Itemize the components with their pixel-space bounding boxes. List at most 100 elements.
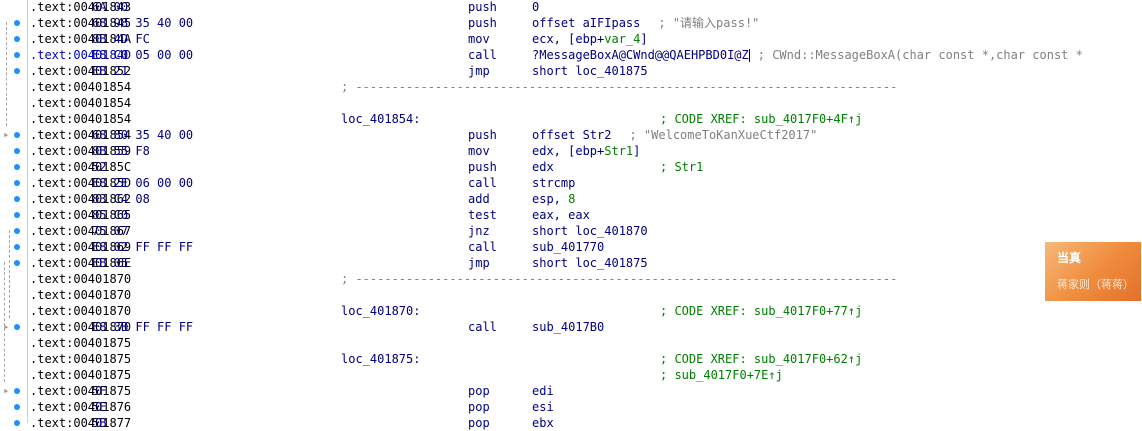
code-label[interactable]: loc_401875:	[341, 352, 421, 366]
operand[interactable]: sub_4017B0	[532, 319, 604, 335]
address: .text:00401876	[30, 400, 132, 414]
xref-comment: ; CODE XREF: sub_4017F0+62↑j	[660, 352, 863, 366]
breakpoint-marker[interactable]	[14, 324, 20, 330]
operand-text: ecx, [ebp+	[532, 32, 605, 46]
operand[interactable]: short loc_401870	[532, 223, 648, 239]
address: .text:00401859	[30, 144, 132, 158]
breakpoint-marker[interactable]	[14, 164, 20, 170]
opcode-bytes: E8 2E 06 00 00	[92, 176, 194, 190]
listing-row[interactable]: .text:00401870	[30, 287, 1142, 303]
breakpoint-marker[interactable]	[14, 420, 20, 426]
listing-row[interactable]: .text:00401875; sub_4017F0+7E↑j	[30, 367, 1142, 383]
breakpoint-marker[interactable]	[14, 404, 20, 410]
operand[interactable]: edi	[532, 383, 554, 399]
jump-target-arrow-icon: ▸	[3, 128, 10, 141]
operand[interactable]: esi	[532, 399, 554, 415]
opcode-bytes: EB 21	[92, 64, 129, 78]
code-label[interactable]: loc_401870:	[341, 304, 421, 318]
breakpoint-marker[interactable]	[14, 212, 20, 218]
mnemonic: test	[468, 208, 497, 222]
address: .text:0040185D	[30, 176, 132, 190]
operand[interactable]: offset Str2; "WelcomeToKanXueCtf2017"	[532, 127, 817, 143]
operand[interactable]: 0	[532, 0, 539, 15]
operand[interactable]: edx	[532, 159, 554, 175]
address: .text:0040186E	[30, 256, 132, 270]
opcode-bytes: E8 02 FF FF FF	[92, 240, 194, 254]
operand[interactable]: esp, 8	[532, 191, 575, 207]
mnemonic: push	[468, 16, 497, 30]
opcode-bytes: EB 05	[92, 256, 129, 270]
operand[interactable]: short loc_401875	[532, 63, 648, 79]
breakpoint-marker[interactable]	[14, 20, 20, 26]
operand-text: strcmp	[532, 176, 576, 190]
operand-text: edx	[532, 160, 554, 174]
breakpoint-marker[interactable]	[14, 228, 20, 234]
mnemonic: call	[468, 176, 497, 190]
operand[interactable]: ?MessageBoxA@CWnd@@QAEHPBD0I@Z; CWnd::Me…	[532, 47, 1083, 63]
operand[interactable]: short loc_401875	[532, 255, 648, 271]
listing-row[interactable]: .text:00401854	[30, 95, 1142, 111]
mnemonic: call	[468, 320, 497, 334]
operand[interactable]: eax, eax	[532, 207, 590, 223]
notification-popup[interactable]: 当真 蒋家则（蒋蒋）	[1045, 242, 1141, 301]
operand-variable: Str1	[604, 144, 634, 158]
breakpoint-marker[interactable]	[14, 36, 20, 42]
listing-row[interactable]: .text:00401854; ------------------------…	[30, 79, 1142, 95]
operand[interactable]: offset aIFIpass; "请输入pass!"	[532, 15, 759, 31]
operand[interactable]: ebx	[532, 415, 554, 431]
mnemonic: pop	[468, 400, 490, 414]
mnemonic: call	[468, 48, 497, 62]
opcode-bytes: 83 C4 08	[92, 192, 150, 206]
breakpoint-marker[interactable]	[14, 180, 20, 186]
breakpoint-marker[interactable]	[14, 388, 20, 394]
breakpoint-marker[interactable]	[14, 244, 20, 250]
operand-text: short loc_401875	[532, 256, 648, 270]
operand-suffix: ]	[633, 144, 641, 158]
breakpoint-marker[interactable]	[14, 196, 20, 202]
breakpoint-marker[interactable]	[14, 52, 20, 58]
operand-variable: 8	[568, 192, 576, 206]
xref-comment: ; Str1	[660, 160, 704, 174]
breakpoint-gutter[interactable]: ▸▸▸	[0, 0, 28, 426]
inline-comment: ; "请输入pass!"	[658, 16, 760, 30]
listing-row[interactable]: .text:00401870; ------------------------…	[30, 271, 1142, 287]
operand-text: short loc_401875	[532, 64, 648, 78]
operand[interactable]: ecx, [ebp+var_4]	[532, 31, 648, 47]
mnemonic: jnz	[468, 224, 490, 238]
breakpoint-marker[interactable]	[14, 68, 20, 74]
opcode-bytes: 6A 00	[92, 0, 129, 14]
breakpoint-marker[interactable]	[14, 132, 20, 138]
listing-row[interactable]: .text:00401875	[30, 335, 1142, 351]
operand[interactable]: strcmp	[532, 175, 575, 191]
operand[interactable]: edx, [ebp+Str1]	[532, 143, 640, 159]
operand-text: ?MessageBoxA@CWnd@@QAEHPBD0I@Z	[532, 48, 749, 62]
flow-arrow-line	[4, 262, 5, 382]
operand[interactable]: sub_401770	[532, 239, 604, 255]
breakpoint-marker[interactable]	[14, 260, 20, 266]
operand-text: sub_401770	[532, 240, 605, 254]
code-label[interactable]: loc_401854:	[341, 112, 421, 126]
breakpoint-marker[interactable]	[14, 148, 20, 154]
